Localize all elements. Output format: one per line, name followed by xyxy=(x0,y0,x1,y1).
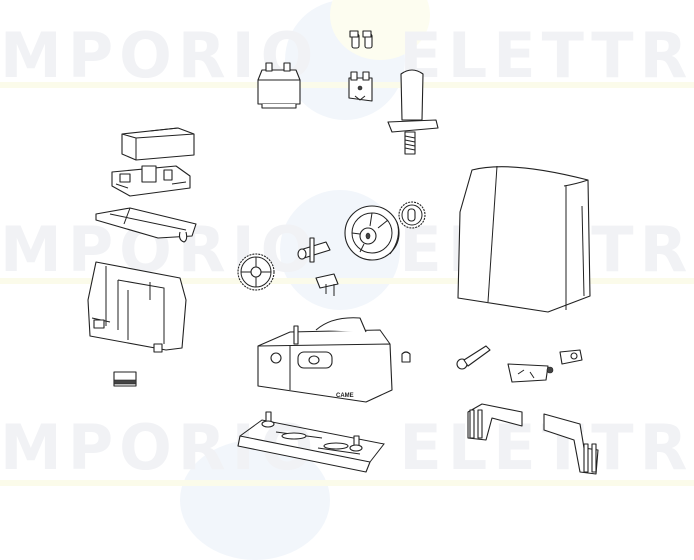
outer-cover-part xyxy=(457,165,591,313)
gearbox-part: CAME xyxy=(257,317,393,403)
worm-gear-part xyxy=(237,253,275,291)
pinion-part xyxy=(398,201,426,229)
limit-cam-right-part xyxy=(543,413,599,475)
watermark-band xyxy=(0,82,694,88)
control-board-cover-part xyxy=(121,127,195,161)
gearbox-brand-label: CAME xyxy=(336,393,354,399)
plug-in-module-part xyxy=(113,371,137,387)
limit-switch-bracket-part xyxy=(315,273,339,296)
watermark-text-bottom: MPORIOELETTRIC xyxy=(0,411,694,484)
board-support-plate-part xyxy=(95,207,197,243)
exploded-parts-diagram: CAME xyxy=(87,30,599,475)
release-knob-part xyxy=(401,351,411,363)
transformer-part xyxy=(257,62,301,109)
gear-housing-part xyxy=(344,205,400,261)
shaft-part xyxy=(297,237,331,263)
motor-part xyxy=(387,69,439,155)
connector-bracket-part xyxy=(348,71,373,102)
watermark-band xyxy=(0,278,694,284)
board-frame-part xyxy=(87,261,187,353)
control-board-part xyxy=(111,165,191,197)
release-lever-part xyxy=(507,349,583,383)
release-key-part xyxy=(456,345,491,370)
limit-cam-left-part xyxy=(467,403,523,441)
terminal-connectors-part xyxy=(349,30,373,49)
watermark-text-top: MPORIOELETTRIC xyxy=(0,19,694,92)
watermark-band xyxy=(0,480,694,486)
base-plate-part xyxy=(237,411,385,473)
